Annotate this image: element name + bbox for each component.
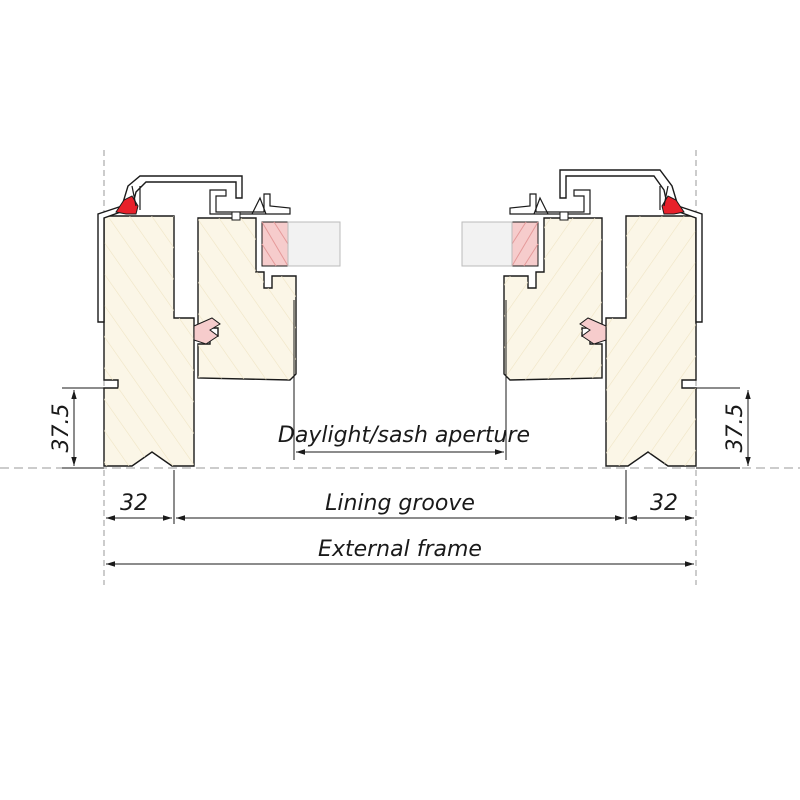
right-glass-pane — [461, 221, 513, 267]
left-frame-assembly — [97, 175, 341, 467]
external-frame-dimension: External frame — [106, 537, 694, 567]
external-frame-label: External frame — [318, 537, 482, 562]
lining-groove-dimension: 32 Lining groove 32 — [106, 470, 694, 524]
left-sash-clip — [209, 189, 291, 215]
right-red-seal — [661, 195, 685, 215]
right-frame-assembly — [461, 169, 703, 467]
daylight-label: Daylight/sash aperture — [278, 423, 530, 448]
right-height-dimension: 37.5 — [696, 387, 751, 469]
right-sash-clip — [509, 189, 591, 215]
left-red-seal — [115, 195, 139, 215]
left-aluminium-cladding — [97, 175, 243, 323]
daylight-dimension: Daylight/sash aperture — [278, 300, 530, 460]
left-sash-seal — [193, 317, 221, 345]
right-aluminium-cladding — [559, 169, 703, 323]
left-glass-pane — [287, 221, 341, 267]
left-height-label: 37.5 — [49, 404, 74, 453]
left-height-dimension: 37.5 — [49, 387, 104, 469]
left-width-label: 32 — [120, 491, 148, 516]
lining-groove-label: Lining groove — [325, 491, 475, 516]
right-width-label: 32 — [650, 491, 678, 516]
right-sash-seal — [579, 317, 607, 345]
right-height-label: 37.5 — [723, 404, 748, 453]
